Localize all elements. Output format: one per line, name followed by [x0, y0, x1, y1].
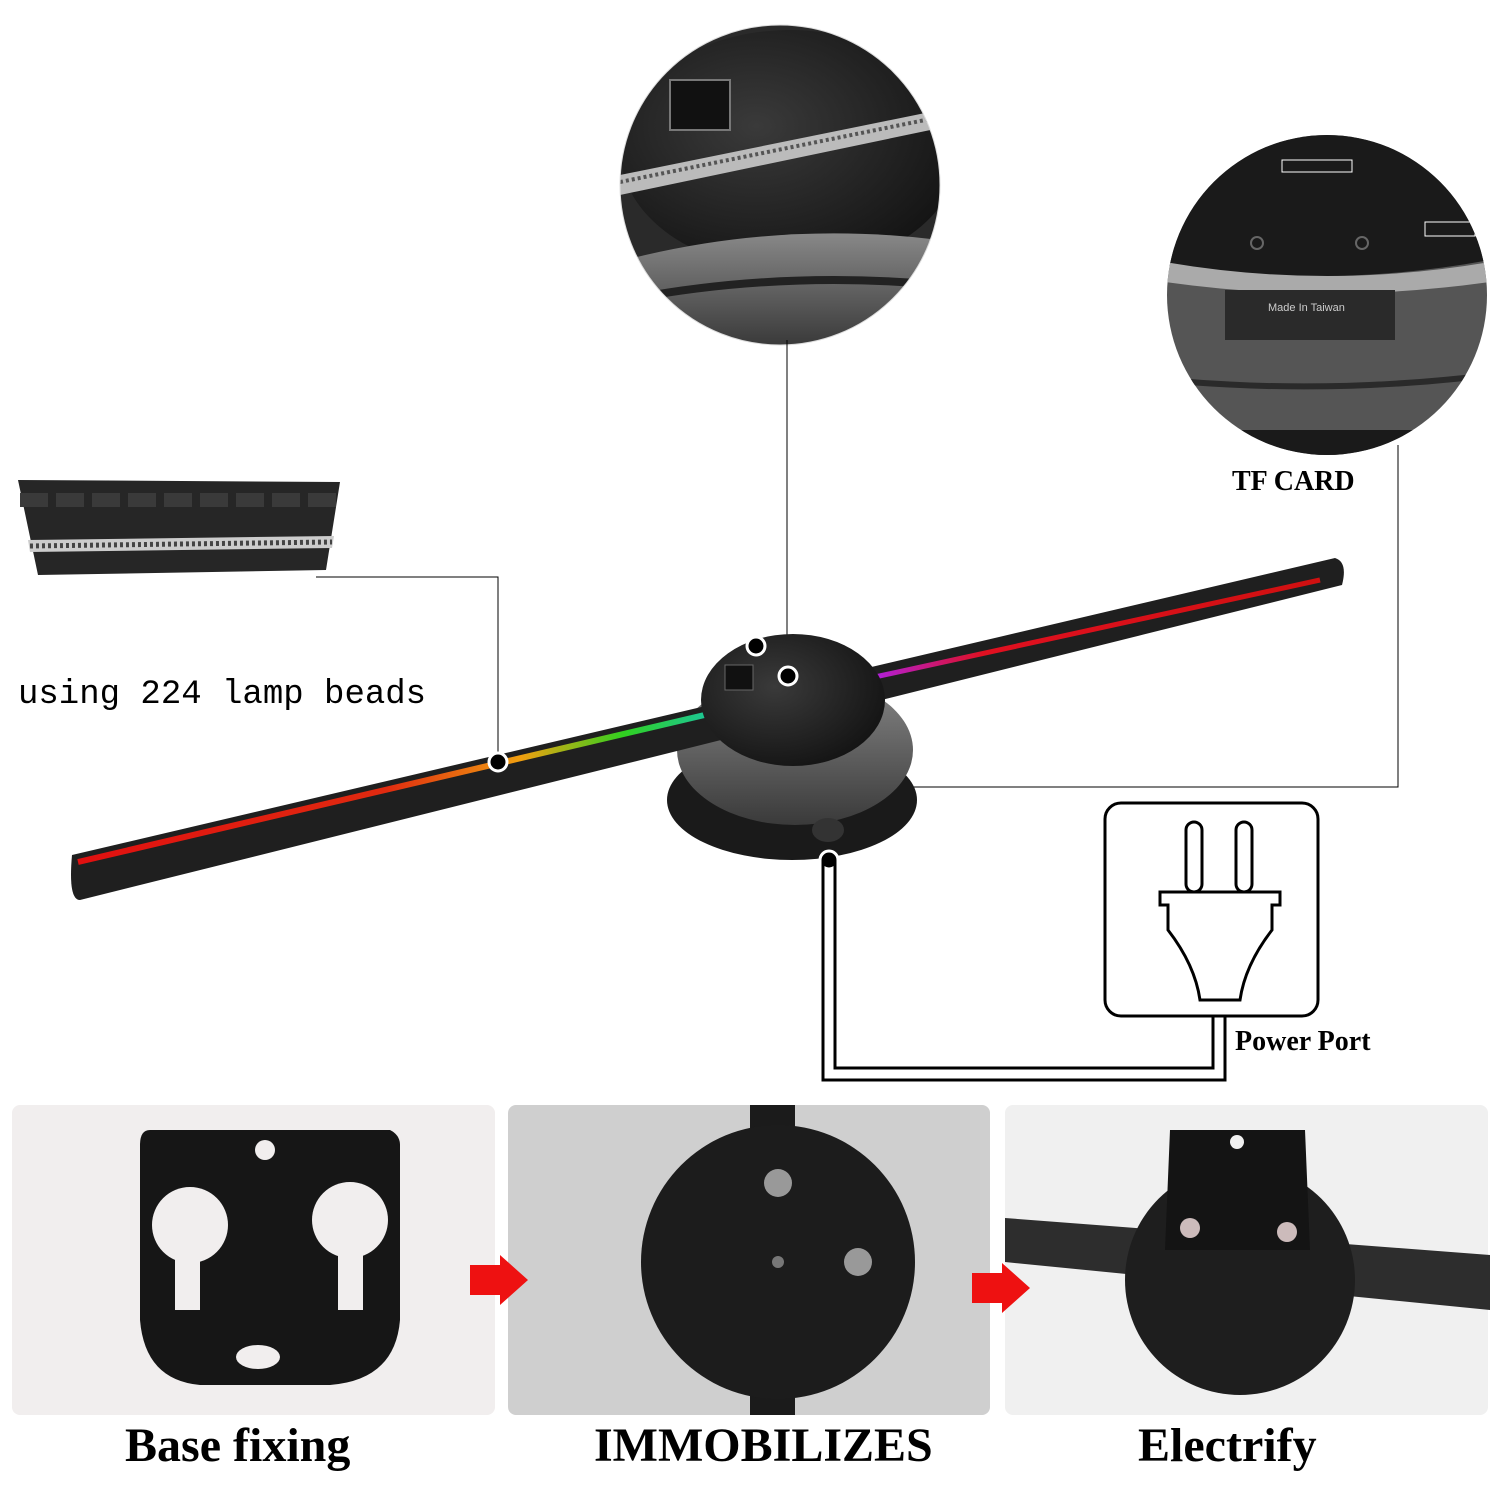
step-photo-base-fixing	[12, 1105, 495, 1415]
step-label-electrify: Electrify	[1138, 1419, 1317, 1472]
step-photo-electrify	[1005, 1105, 1490, 1415]
power-plug-icon	[1103, 801, 1320, 1018]
callout-dots	[487, 635, 840, 871]
step-photo-immobilizes	[508, 1105, 990, 1415]
arrow-right-icon	[470, 1255, 528, 1305]
pcb-closeup-photo	[620, 25, 940, 345]
arrow-right-icon	[972, 1263, 1030, 1313]
power-cable	[821, 860, 1227, 1082]
tf-card-label: TF CARD	[1232, 466, 1355, 497]
lamp-beads-label: using 224 lamp beads	[18, 676, 427, 714]
hologram-fan-device	[71, 558, 1344, 900]
tf-slot-marking: Made In Taiwan	[1268, 302, 1345, 314]
step-label-base-fixing: Base fixing	[125, 1419, 351, 1472]
step-label-immobilizes: IMMOBILIZES	[594, 1419, 933, 1472]
power-port-label: Power Port	[1235, 1026, 1371, 1057]
led-strip-photo	[18, 480, 340, 575]
tf-card-closeup-photo: Made In Taiwan	[1167, 135, 1487, 455]
